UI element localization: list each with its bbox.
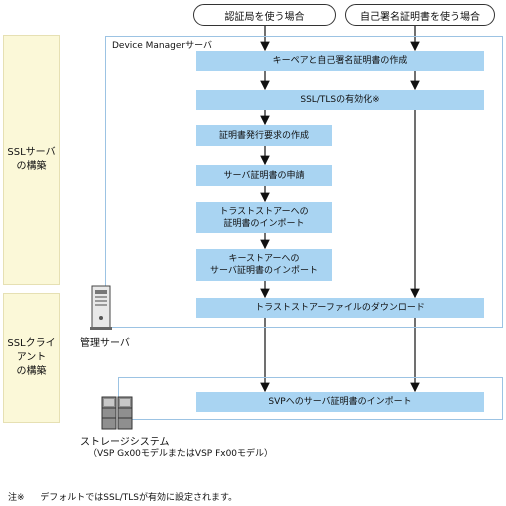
device-manager-region (105, 36, 503, 328)
step-truststore-import: トラストストアーへの 証明書のインポート (196, 202, 332, 233)
step-ssl-enable: SSL/TLSの有効化※ (196, 90, 484, 110)
phase-ssl-client: SSLクライ アント の構築 (3, 293, 60, 423)
step-keypair: キーペアと自己署名証明書の作成 (196, 51, 484, 71)
storage-system-label: ストレージシステム (80, 437, 170, 448)
storage-system-icon (101, 396, 133, 430)
management-server-label: 管理サーバ (80, 338, 130, 349)
phase-ssl-server: SSLサーバ の構築 (3, 35, 60, 285)
step-svp-import: SVPへのサーバ証明書のインポート (196, 392, 484, 412)
step-csr: 証明書発行要求の作成 (196, 125, 332, 146)
storage-models-label: （VSP Gx00モデルまたはVSP Fx00モデル） (88, 449, 274, 459)
device-manager-label: Device Managerサーバ (110, 38, 215, 51)
step-keystore-import: キーストアーへの サーバ証明書のインポート (196, 249, 332, 281)
footnote-mark: 注※ (8, 493, 25, 503)
footnote-text: デフォルトではSSL/TLSが有効に設定されます。 (40, 493, 238, 503)
footnote: 注※ デフォルトではSSL/TLSが有効に設定されます。 (8, 490, 237, 503)
start-self-signed: 自己署名証明書を使う場合 (345, 4, 495, 26)
start-cert-authority: 認証局を使う場合 (193, 4, 336, 26)
step-truststore-download: トラストストアーファイルのダウンロード (196, 298, 484, 318)
step-apply: サーバ証明書の申請 (196, 165, 332, 186)
management-server-icon (90, 285, 112, 330)
